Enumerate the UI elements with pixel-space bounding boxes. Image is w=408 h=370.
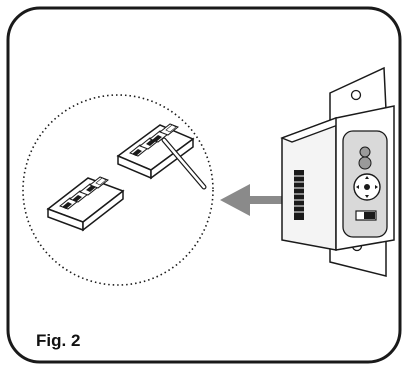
arrow-left-icon bbox=[220, 184, 298, 216]
indicator-light-icon bbox=[359, 146, 371, 158]
screw-hole-top bbox=[350, 89, 362, 101]
dip-switch-block-right bbox=[116, 123, 195, 180]
wall-controller-device bbox=[280, 66, 395, 277]
figure-label-text: Fig. 2 bbox=[36, 331, 80, 350]
dip-slot bbox=[159, 123, 179, 136]
magnified-detail-circle bbox=[22, 94, 214, 286]
side-dip-switch-strip bbox=[294, 170, 304, 220]
dip-switch-block-left bbox=[46, 176, 125, 232]
dip-slot bbox=[89, 176, 109, 189]
pointer-stylus bbox=[161, 137, 207, 190]
